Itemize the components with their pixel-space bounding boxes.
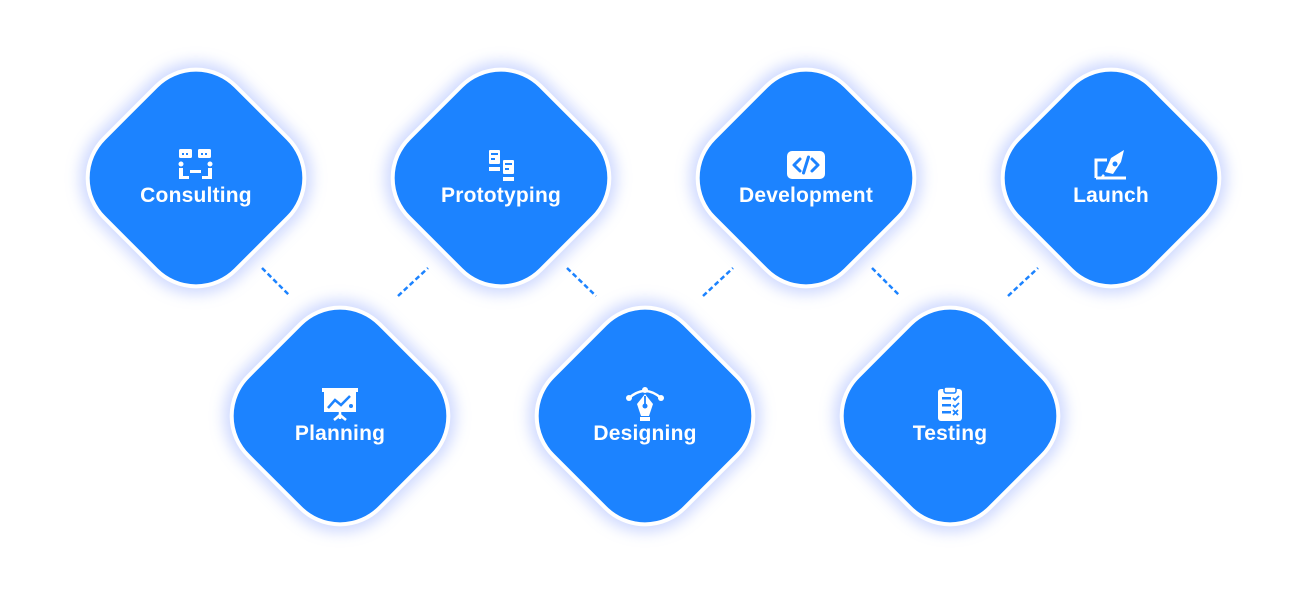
launch-icon (1094, 150, 1126, 180)
testing-icon (938, 386, 962, 421)
step-label-testing: Testing (912, 422, 988, 445)
consulting-icon (178, 149, 213, 179)
step-planning: Planning (200, 281, 480, 551)
step-development: Development (666, 43, 946, 313)
step-label-development: Development (738, 184, 874, 207)
step-label-designing: Designing (593, 422, 697, 445)
prototyping-icon (489, 150, 514, 181)
step-prototyping: Prototyping (361, 43, 641, 313)
designing-icon (626, 387, 664, 421)
development-icon (787, 151, 825, 179)
step-designing: Designing (505, 281, 785, 551)
step-launch: Launch (971, 43, 1251, 313)
step-testing: Testing (810, 281, 1090, 551)
planning-icon (322, 388, 358, 421)
step-label-consulting: Consulting (140, 184, 252, 207)
step-label-launch: Launch (1073, 184, 1149, 207)
step-label-planning: Planning (294, 422, 386, 445)
step-consulting: Consulting (56, 43, 336, 313)
step-label-prototyping: Prototyping (440, 184, 562, 207)
